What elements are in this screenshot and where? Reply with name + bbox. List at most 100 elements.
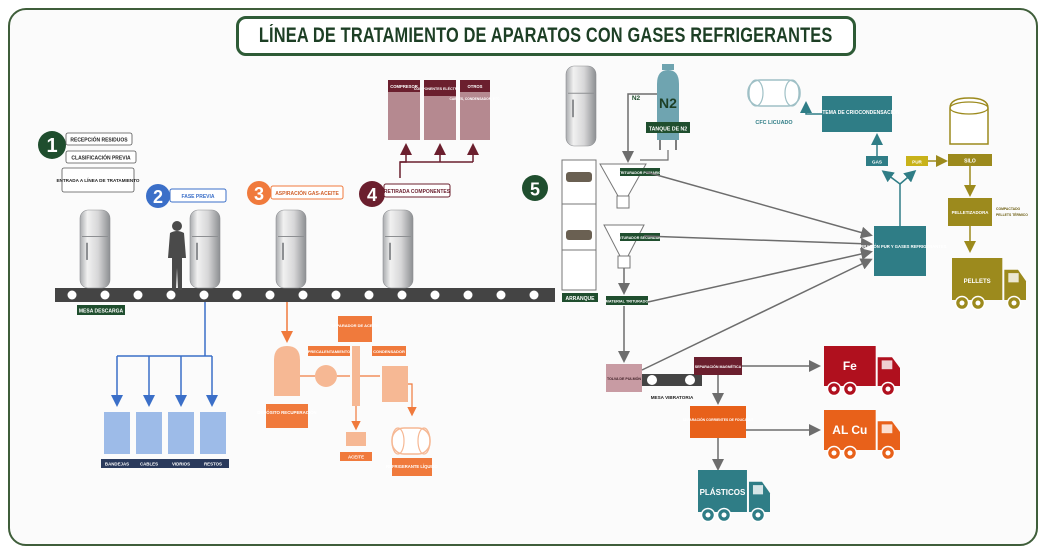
bin-trays (104, 412, 130, 454)
heater (315, 365, 337, 387)
bin-glass-label: VIDRIOS (172, 462, 190, 467)
truck-fe-label: Fe (843, 359, 857, 373)
conveyor-roller (364, 290, 374, 300)
conveyor-roller (397, 290, 407, 300)
conveyor-roller (463, 290, 473, 300)
truck-alcu: AL Cu (824, 410, 900, 461)
truck-plastics: PLÁSTICOS (698, 470, 770, 523)
conveyor-start-label-box: MESA DESCARGA (77, 305, 125, 315)
fridge-unit (382, 209, 414, 289)
step-3-number: 3 (254, 184, 264, 204)
aspiration-arrows (641, 171, 873, 371)
recovery-deposit-label: DEPÓSITO RECUPERACIÓN (257, 410, 316, 415)
fridge-unit (275, 209, 307, 289)
phase2-separation: BANDEJAS CABLES VIDRIOS RESTOS (101, 302, 229, 468)
component-others-label: OTROS (468, 84, 483, 89)
cryo-system: SISTEMA DE CRIOCONDENSACIÓN CFC LICUADO (747, 79, 900, 132)
cryo-label: SISTEMA DE CRIOCONDENSACIÓN (814, 108, 900, 116)
pelletizer-label: PELLETIZADORA (952, 210, 990, 215)
truck-pellets: PELLETS (952, 258, 1026, 311)
pelletizer-note-2: PELLETS TÉRMICO (996, 212, 1028, 217)
step-3: 3 ASPIRACIÓN GAS-ACEITE (247, 181, 344, 205)
n2-tank-text: N2 (659, 95, 677, 111)
gas-label: GAS (872, 160, 882, 165)
heater-label: PRECALENTAMIENTO (308, 349, 351, 354)
silo-label: SILO (964, 159, 976, 165)
oil-container (346, 432, 366, 446)
condenser-label: CONDENSADOR (373, 349, 405, 354)
conveyor-rollers (67, 290, 539, 300)
oil-label: ACEITE (348, 455, 364, 460)
component-compressor-label: COMPRESOR (390, 84, 417, 89)
cfc-tank (747, 79, 801, 107)
bin-trays-label: BANDEJAS (105, 462, 129, 467)
conveyor-roller (430, 290, 440, 300)
cfc-label: CFC LICUADO (755, 120, 792, 126)
conveyor-roller (496, 290, 506, 300)
crusher-2-label: TRITURADOR SECUNDARIO (616, 236, 665, 240)
crusher-rotor-1 (566, 172, 592, 182)
step-4-number: 4 (367, 185, 377, 205)
magnetic-separation-label: SEPARACIÓN MAGNÉTICA (695, 364, 742, 369)
fridges (79, 65, 597, 289)
conveyor-roller (100, 290, 110, 300)
crusher-1-label: TRITURADOR PRIMARIO (619, 171, 662, 175)
phase3-gas-oil: DEPÓSITO RECUPERACIÓN PRECALENTAMIENTO S… (257, 302, 439, 476)
magnetic-separation-box (694, 357, 742, 375)
step-5: 5 (522, 175, 548, 201)
conveyor-roller (232, 290, 242, 300)
title-box: LÍNEA DE TRATAMIENTO DE APARATOS CON GAS… (236, 16, 856, 56)
component-electrical-label: COMPONENTES ELÉCTRICOS (414, 86, 467, 91)
trucks: Fe AL Cu PLÁSTICOS PELLETS (698, 258, 1026, 523)
pelletizer-note-1: COMPACTADO (996, 207, 1021, 211)
fridge-unit (189, 209, 221, 289)
step-5-number: 5 (530, 180, 540, 200)
n2-tank: N2 TANQUE DE N2 N2 (622, 64, 690, 163)
step-2: 2 FASE PREVIA (146, 184, 227, 208)
step-3-label: ASPIRACIÓN GAS-ACEITE (275, 189, 339, 197)
recovery-deposit (274, 346, 300, 396)
aspiration-label: ASPIRACIÓN PUR Y GASES REFRIGERANTES (854, 244, 947, 249)
bin-cables-label: CABLES (140, 462, 158, 467)
separator-label: SEPARADOR DE ACEITE (331, 323, 379, 328)
conveyor-belt (55, 288, 555, 302)
bin-glass (168, 412, 194, 454)
truck-pellets-label: PELLETS (964, 279, 991, 285)
feeder-hopper (606, 364, 642, 392)
silo (949, 97, 989, 145)
truck-fe: Fe (824, 346, 900, 397)
oil-separator (352, 346, 360, 406)
step-1-badge (38, 131, 66, 159)
crusher-rotor-2 (566, 230, 592, 240)
truck-plastics-label: PLÁSTICOS (700, 488, 746, 497)
conveyor-roller (133, 290, 143, 300)
n2-line-label: N2 (632, 95, 641, 102)
pur-line: SILO PELLETIZADORA COMPACTADO PELLETS TÉ… (948, 97, 1028, 253)
step-2-label: FASE PREVIA (181, 194, 214, 200)
step-1-label-entry: ENTRADA A LÍNEA DE TRATAMIENTO (56, 176, 139, 183)
step-1: 1 RECEPCIÓN RESIDUOS CLASIFICACIÓN PREVI… (38, 131, 140, 193)
crushed-material-label: MATERIAL TRITURADO (606, 300, 649, 304)
fridge-unit (565, 65, 597, 147)
truck-alcu-label: AL Cu (832, 423, 867, 437)
diagram-title: LÍNEA DE TRATAMIENTO DE APARATOS CON GAS… (259, 24, 833, 47)
conveyor-end-label-box: ARRANQUE (562, 293, 598, 302)
n2-tank-label: TANQUE DE N2 (649, 127, 687, 133)
conveyor-roller (265, 290, 275, 300)
bin-remains-label: RESTOS (204, 462, 222, 467)
step-1-number: 1 (46, 135, 57, 157)
vibrating-table-label: MESA VIBRATORIA (651, 395, 694, 400)
conveyor-roller (331, 290, 341, 300)
feeder-label: TOLVA DE PULMÓN (607, 376, 641, 381)
pur-label: PUR (912, 160, 922, 165)
step-4: 4 RETIRADA COMPONENTES COMPRESOR COMPONE… (359, 80, 501, 207)
component-others-note: CABLES, CONDENSADOR, ETC. (450, 97, 501, 101)
conveyor-roller (298, 290, 308, 300)
condenser (382, 366, 408, 402)
separation-line: TOLVA DE PULMÓN MESA VIBRATORIA SEPARACI… (606, 357, 821, 471)
nonferrous-separation-label: SEPARACIÓN CORRIENTES DE FOUCAULT (683, 417, 754, 422)
crusher-column: TRITURADOR PRIMARIO TRITURADOR SECUNDARI… (561, 159, 665, 363)
step-4-label: RETIRADA COMPONENTES (384, 189, 451, 195)
